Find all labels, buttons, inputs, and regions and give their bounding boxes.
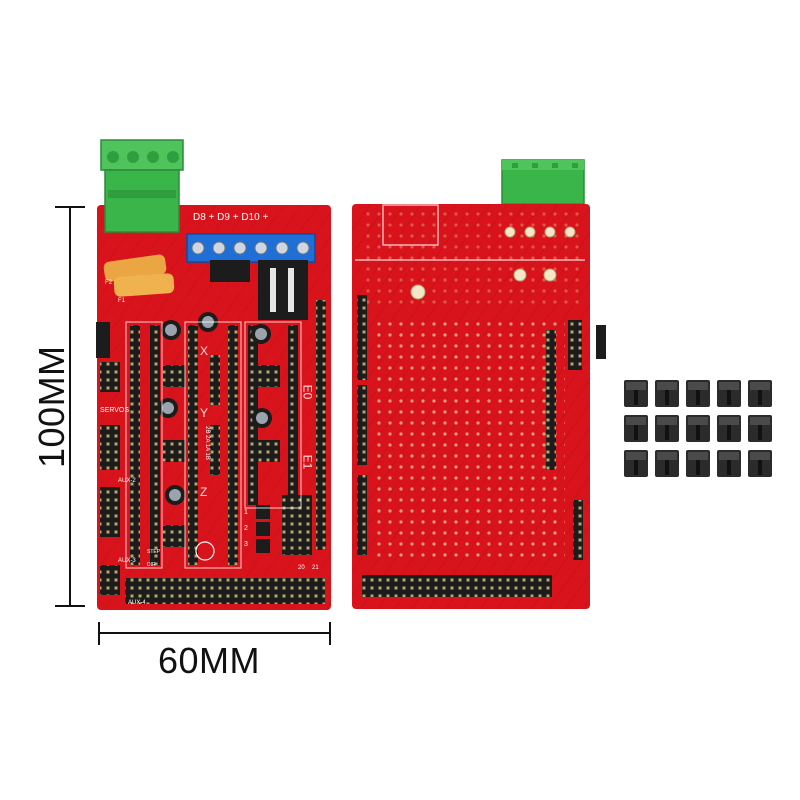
capacitors	[158, 312, 272, 505]
label-driver-z: Z	[200, 485, 208, 499]
label-driver-x: X	[200, 344, 209, 358]
label-driver-y: Y	[200, 406, 209, 420]
jumper-cap	[748, 380, 772, 407]
jumper-cap	[686, 380, 710, 407]
board-front	[96, 139, 331, 610]
board-back	[352, 159, 606, 609]
dimension-height-line	[55, 206, 85, 607]
reset-button	[96, 322, 110, 358]
jumper-cap	[624, 450, 648, 477]
label-num-3: 3	[244, 541, 248, 548]
label-chip: 2B 2A 1A 1B	[203, 426, 210, 460]
header-left-3	[100, 487, 120, 537]
label-num-1: 1	[244, 509, 248, 516]
label-dir: DIR	[147, 562, 156, 568]
jumper-cap	[717, 450, 741, 477]
label-driver-e0: E0	[300, 384, 315, 400]
label-aux4: AUX-4	[128, 600, 146, 606]
height-dimension-label: 100MM	[31, 345, 72, 468]
header-bottom-back	[362, 575, 552, 597]
label-num-2: 2	[244, 525, 248, 532]
dimension-width-line	[98, 622, 331, 645]
jumper-cap	[655, 415, 679, 442]
blue-terminal-block	[186, 233, 316, 320]
jumper-caps	[624, 380, 772, 477]
width-dimension-label: 60MM	[158, 640, 261, 681]
label-step: STEP	[147, 549, 161, 555]
label-fuse-f2: F2	[105, 280, 113, 286]
green-terminal-block	[100, 139, 184, 233]
jumper-cap	[624, 380, 648, 407]
label-aux3: AUX-3	[118, 558, 136, 564]
label-aux2: AUX-2	[118, 478, 136, 484]
jumper-cap	[686, 415, 710, 442]
jumper-cap	[717, 380, 741, 407]
back-green-terminal-block	[501, 159, 585, 205]
label-driver-e1: E1	[300, 454, 315, 470]
jumper-cap	[748, 450, 772, 477]
jumper-cap	[655, 450, 679, 477]
label-fuse-f1: F1	[118, 298, 126, 304]
header-left-4	[100, 565, 120, 595]
header-left-1	[100, 362, 120, 392]
label-terminals: D8 + D9 + D10 +	[193, 212, 269, 223]
label-pin-20: 20	[298, 565, 305, 571]
label-servos: SERVOS	[100, 407, 130, 414]
label-pin-21: 21	[312, 565, 319, 571]
header-bottom-front	[125, 578, 325, 604]
header-left-2	[100, 425, 120, 470]
jumper-cap	[717, 415, 741, 442]
jumper-cap	[748, 415, 772, 442]
jumper-cap	[655, 380, 679, 407]
jumper-cap	[624, 415, 648, 442]
jumper-cap	[686, 450, 710, 477]
fuse-pair	[103, 254, 175, 297]
